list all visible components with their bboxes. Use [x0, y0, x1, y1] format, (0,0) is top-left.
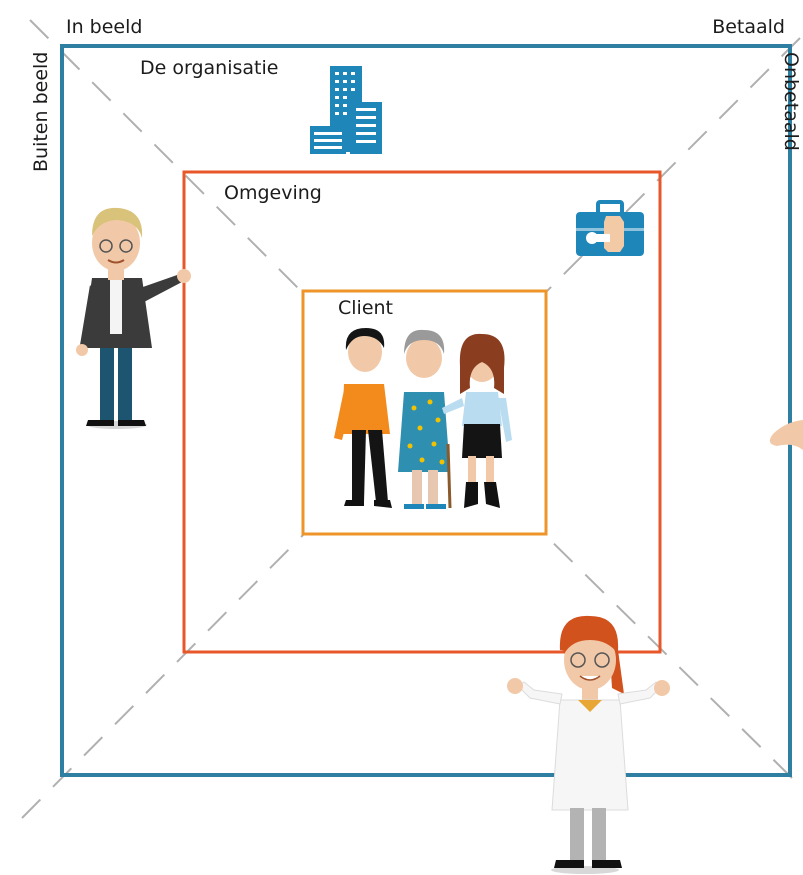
label-betaald: Betaald — [712, 16, 785, 38]
toolbox-icon — [576, 200, 644, 256]
middle-frame — [182, 170, 662, 654]
manager-figure — [76, 207, 191, 429]
dashed-diagonals — [21, 19, 801, 819]
outer-frame — [60, 44, 792, 777]
diagonal-bottom-right — [539, 529, 793, 779]
label-de-organisatie: De organisatie — [140, 57, 279, 79]
diagonal-bottom-left — [21, 529, 309, 819]
label-onbetaald: Onbetaald — [780, 52, 802, 151]
diagonal-top-left — [29, 19, 309, 299]
label-client: Client — [338, 297, 394, 319]
diagonal-top-right — [539, 37, 801, 299]
building-icon — [310, 66, 382, 154]
nurse-figure — [507, 615, 670, 874]
label-in-beeld: In beeld — [66, 16, 143, 38]
partial-hand — [769, 420, 803, 450]
label-omgeving: Omgeving — [224, 182, 322, 204]
label-buiten-beeld: Buiten beeld — [30, 51, 52, 172]
client-group — [334, 328, 512, 509]
